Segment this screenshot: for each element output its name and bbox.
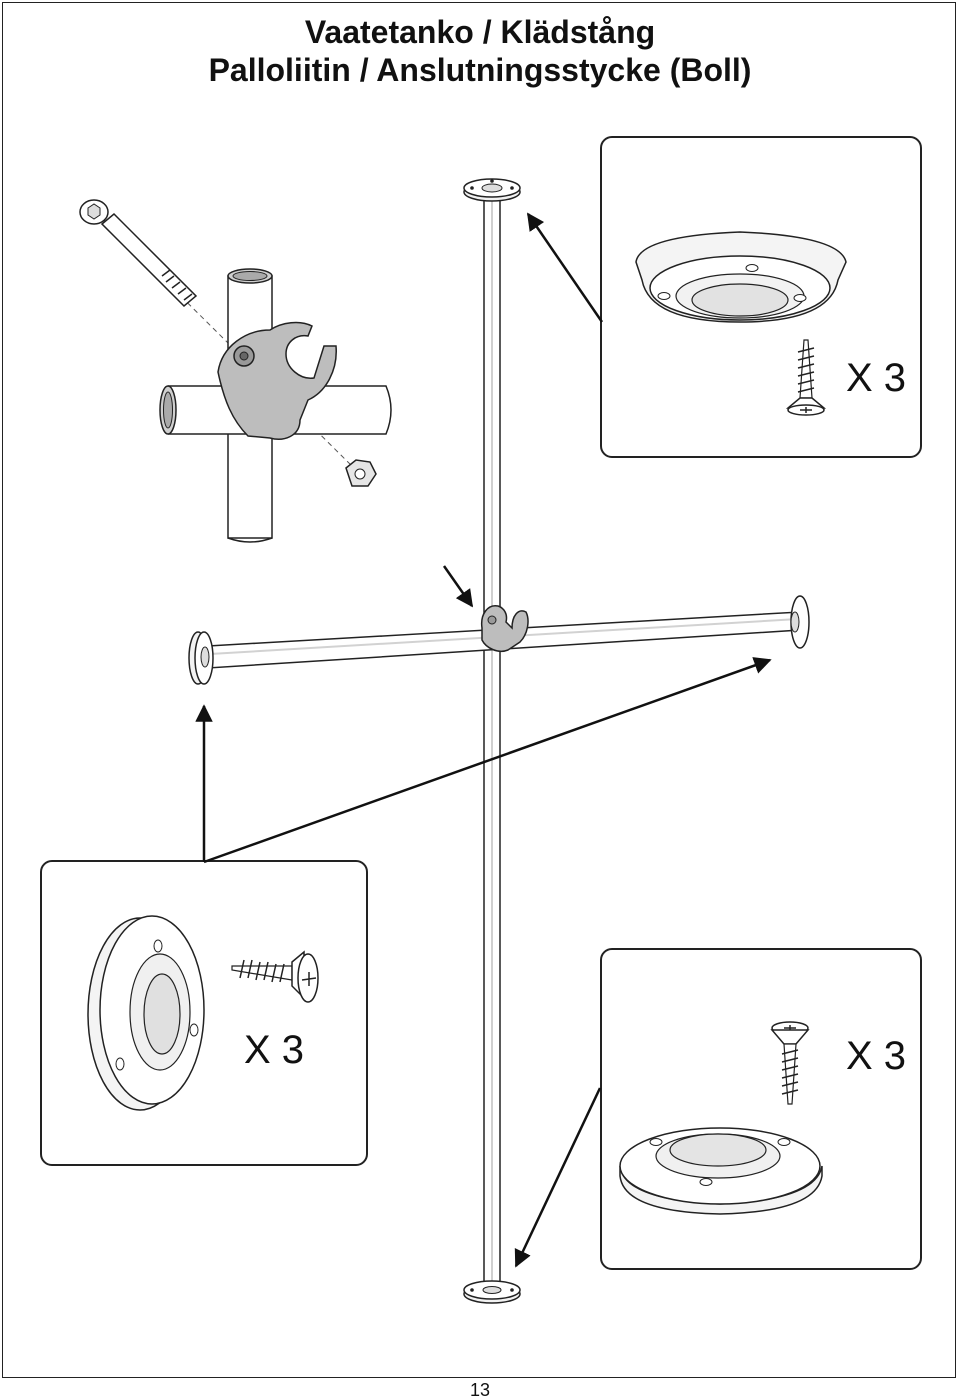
vertical-pole <box>483 195 501 1287</box>
ceiling-screw-quantity: X 3 <box>846 356 907 400</box>
page-frame <box>2 2 956 1378</box>
hex-socket-bolt-icon <box>79 199 198 308</box>
right-wall-flange-icon <box>790 595 810 649</box>
exploded-connector-view <box>79 199 392 543</box>
floor-flange-icon <box>619 1127 823 1215</box>
floor-flange-arrow <box>514 1087 602 1268</box>
top-flange-icon <box>463 178 521 202</box>
floor-screw-icon <box>770 1021 810 1105</box>
right-flange-arrow <box>203 657 772 864</box>
bottom-flange-icon <box>463 1280 521 1304</box>
ball-connector-icon <box>480 605 529 652</box>
wall-screw-quantity: X 3 <box>244 1028 305 1072</box>
screw-icon <box>785 339 827 416</box>
page-number: 13 <box>469 1380 491 1400</box>
floor-screw-quantity: X 3 <box>846 1034 907 1078</box>
left-wall-flange-icon <box>188 631 214 685</box>
ceiling-flange-arrow <box>526 212 604 323</box>
connector-pointer-arrow <box>442 565 474 608</box>
floor-flange-detail-box <box>600 948 922 1270</box>
page-title: Vaatetanko / Klädstång <box>304 14 656 50</box>
wall-flange-icon <box>87 915 205 1111</box>
page-subtitle: Palloliitin / Anslutningsstycke (Boll) <box>208 52 752 88</box>
ceiling-flange-icon <box>635 231 847 323</box>
hex-nut-icon <box>345 459 377 487</box>
screw-icon <box>231 950 319 1003</box>
connector-clamp-icon <box>217 321 337 440</box>
